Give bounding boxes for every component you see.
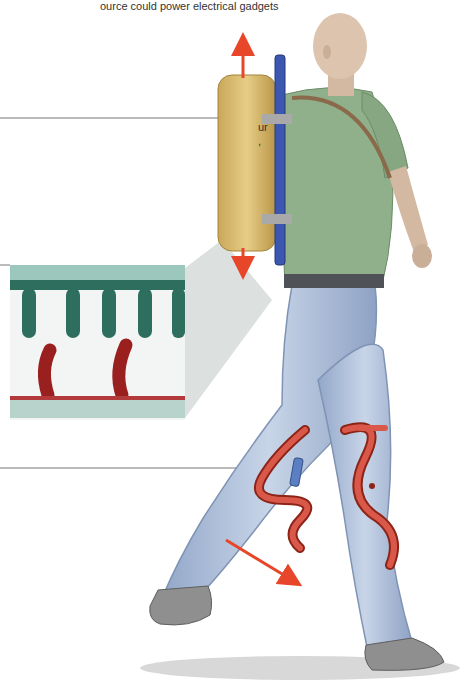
caption-text: ource could power electrical gadgets xyxy=(100,0,440,13)
knee-device xyxy=(259,430,307,548)
frame-pole xyxy=(275,55,285,265)
motion-arrow xyxy=(226,540,292,580)
generator-cylinder xyxy=(290,458,304,487)
knee-device xyxy=(259,430,307,548)
caption-text: ur xyxy=(258,121,298,134)
leader-line xyxy=(0,118,228,119)
inset-plate xyxy=(10,400,185,418)
zoom-wedge xyxy=(185,240,272,418)
arm xyxy=(388,166,428,252)
knee-device xyxy=(345,427,394,565)
ear xyxy=(323,45,331,59)
fist xyxy=(412,244,432,268)
motion-arrow xyxy=(242,248,245,268)
knee-device xyxy=(360,425,385,431)
inset-panel xyxy=(10,265,185,420)
shoe xyxy=(365,638,444,670)
polymer-fiber xyxy=(119,345,126,395)
shoe xyxy=(150,586,212,625)
knee-device xyxy=(345,427,394,565)
caption-text: , xyxy=(258,135,278,148)
motion-arrow xyxy=(242,44,245,78)
backpack xyxy=(218,75,276,251)
comb-teeth xyxy=(10,280,185,338)
belt xyxy=(284,274,384,288)
polymer-fiber xyxy=(44,350,50,395)
head xyxy=(313,13,367,79)
leader-line xyxy=(0,265,10,266)
hinge xyxy=(369,483,375,489)
clamp xyxy=(262,214,292,224)
jeans-leg xyxy=(318,344,412,652)
strap xyxy=(292,98,390,178)
inset-wire xyxy=(10,396,185,400)
